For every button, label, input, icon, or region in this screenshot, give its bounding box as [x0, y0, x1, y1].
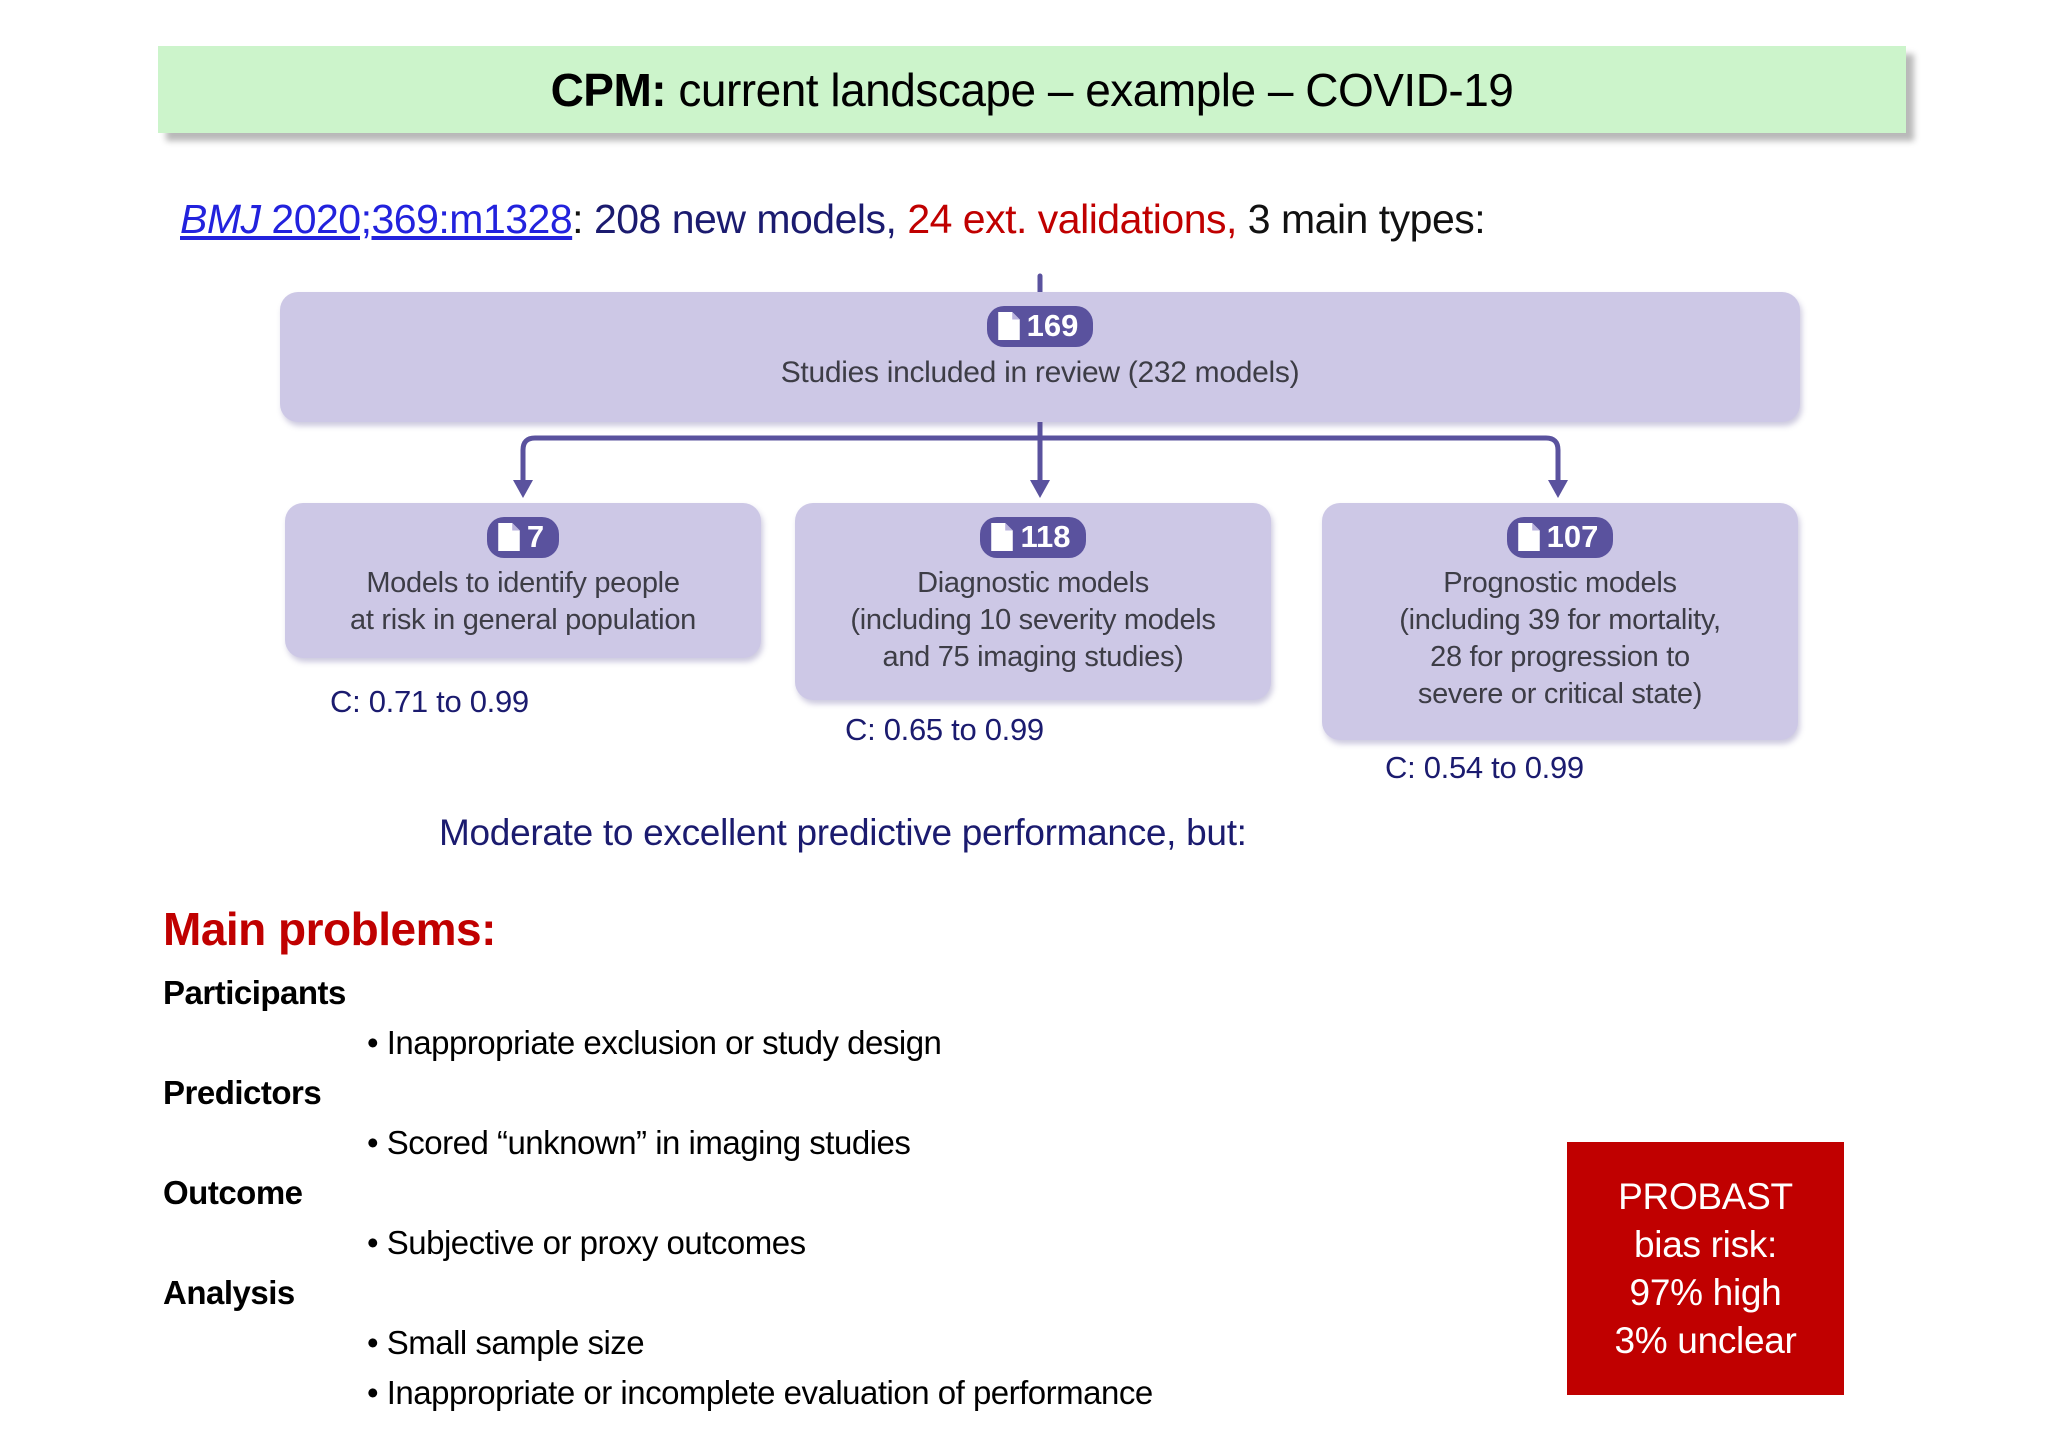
study-count: 169 [1026, 308, 1079, 343]
study-count: 107 [1546, 519, 1599, 554]
citation-line: BMJ 2020;369:m1328: 208 new models, 24 e… [180, 196, 1486, 243]
connector-branch-line [520, 435, 1561, 485]
document-icon [1517, 522, 1540, 551]
citation-models: 208 new models, [593, 196, 908, 242]
title-banner: CPM: current landscape – example – COVID… [158, 46, 1906, 133]
problem-bullet: Subjective or proxy outcomes [163, 1218, 1543, 1268]
study-count: 118 [1020, 519, 1071, 554]
flow-box-general-population: 7 Models to identify people at risk in g… [285, 503, 761, 658]
citation-validations: 24 ext. validations, [907, 196, 1237, 242]
main-problems-heading: Main problems: [163, 903, 496, 955]
probast-line: bias risk: [1634, 1223, 1777, 1265]
problem-bullet: Inappropriate exclusion or study design [163, 1018, 1543, 1068]
probast-line: PROBAST [1618, 1175, 1793, 1217]
c-statistic-prognostic: C: 0.54 to 0.99 [1385, 750, 1584, 785]
problem-category: Analysis [163, 1274, 295, 1311]
flow-box-root-label: Studies included in review (232 models) [780, 356, 1300, 389]
problem-bullet: Inappropriate or incomplete evaluation o… [163, 1368, 1543, 1418]
flow-box-prognostic-models: 107 Prognostic models (including 39 for … [1322, 503, 1798, 740]
bmj-link[interactable]: BMJ 2020;369:m1328 [180, 196, 573, 242]
study-count: 7 [526, 519, 545, 554]
main-problems-list: Participants Inappropriate exclusion or … [163, 968, 1543, 1418]
probast-line: 3% unclear [1614, 1319, 1797, 1361]
page-title-rest: current landscape – example – COVID-19 [666, 63, 1514, 116]
arrowhead-right-icon [1548, 480, 1568, 498]
performance-note: Moderate to excellent predictive perform… [439, 812, 1247, 853]
study-count-badge: 107 [1506, 517, 1614, 558]
problem-category: Predictors [163, 1074, 322, 1111]
citation-sep: : [572, 196, 594, 242]
problem-bullet: Small sample size [163, 1318, 1543, 1368]
flow-box-label: Prognostic models (including 39 for mort… [1399, 567, 1721, 710]
probast-line: 97% high [1629, 1271, 1782, 1313]
probast-bias-box: PROBAST bias risk: 97% high 3% unclear [1567, 1142, 1844, 1395]
c-statistic-diagnostic: C: 0.65 to 0.99 [845, 712, 1044, 747]
flow-box-root: 169 Studies included in review (232 mode… [280, 292, 1800, 422]
flow-box-diagnostic-models: 118 Diagnostic models (including 10 seve… [795, 503, 1271, 700]
bmj-journal-name: BMJ [180, 196, 261, 242]
problem-bullet: Scored “unknown” in imaging studies [163, 1118, 1543, 1168]
study-count-badge: 7 [486, 517, 560, 558]
document-icon [997, 311, 1020, 340]
flow-box-label: Models to identify people at risk in gen… [350, 567, 696, 636]
problem-category: Participants [163, 974, 346, 1011]
arrowhead-left-icon [513, 480, 533, 498]
document-icon [498, 522, 520, 551]
bmj-ref: 2020;369:m1328 [260, 196, 573, 242]
c-statistic-general: C: 0.71 to 0.99 [330, 684, 529, 719]
document-icon [991, 522, 1014, 551]
study-count-badge: 118 [980, 517, 1086, 558]
problem-category: Outcome [163, 1174, 303, 1211]
flow-box-label: Diagnostic models (including 10 severity… [850, 567, 1216, 673]
page-title: CPM: current landscape – example – COVID… [551, 63, 1514, 117]
arrowhead-center-icon [1030, 480, 1050, 498]
study-count-badge: 169 [986, 306, 1094, 347]
page-title-prefix: CPM: [550, 63, 667, 116]
citation-types: 3 main types: [1236, 196, 1486, 242]
